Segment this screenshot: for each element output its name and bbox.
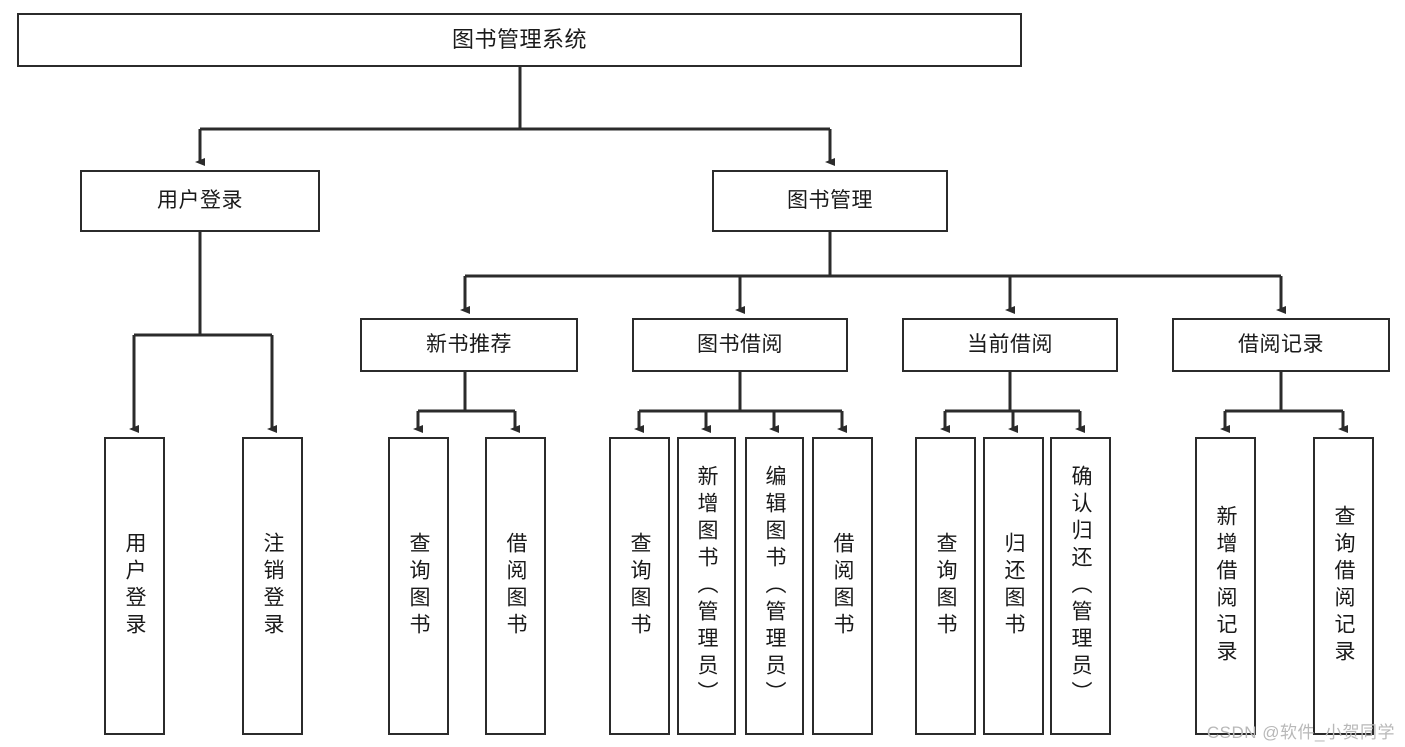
leaf-confirm-return-admin[interactable]: 确认归还（管理员） [1050,437,1111,735]
node-book-borrow[interactable]: 图书借阅 [632,318,848,372]
node-label: 编辑图书（管理员） [763,464,786,708]
leaf-query-book-recommend[interactable]: 查询图书 [388,437,449,735]
leaf-user-logout[interactable]: 注销登录 [242,437,303,735]
node-label: 注销登录 [261,532,284,640]
node-label: 图书管理 [787,189,873,213]
node-label: 查询图书 [407,532,430,640]
node-new-book-recommend[interactable]: 新书推荐 [360,318,578,372]
node-label: 借阅图书 [831,532,854,640]
leaf-query-book-current[interactable]: 查询图书 [915,437,976,735]
node-label: 用户登录 [123,532,146,640]
leaf-add-borrow-record[interactable]: 新增借阅记录 [1195,437,1256,735]
node-label: 借阅图书 [504,532,527,640]
node-label: 用户登录 [157,189,243,213]
leaf-add-book-admin[interactable]: 新增图书（管理员） [677,437,736,735]
node-label: 查询图书 [934,532,957,640]
node-label: 查询借阅记录 [1332,505,1355,667]
node-label: 新书推荐 [426,333,512,357]
leaf-query-borrow-record[interactable]: 查询借阅记录 [1313,437,1374,735]
leaf-borrow-book-borrow[interactable]: 借阅图书 [812,437,873,735]
leaf-edit-book-admin[interactable]: 编辑图书（管理员） [745,437,804,735]
node-user-login[interactable]: 用户登录 [80,170,320,232]
node-book-management[interactable]: 图书管理 [712,170,948,232]
node-borrow-record[interactable]: 借阅记录 [1172,318,1390,372]
node-label: 图书管理系统 [451,26,587,52]
leaf-user-login[interactable]: 用户登录 [104,437,165,735]
node-label: 新增借阅记录 [1214,505,1237,667]
node-label: 新增图书（管理员） [695,464,718,708]
leaf-return-book[interactable]: 归还图书 [983,437,1044,735]
leaf-query-book-borrow[interactable]: 查询图书 [609,437,670,735]
node-label: 当前借阅 [967,333,1053,357]
node-label: 归还图书 [1002,532,1025,640]
leaf-borrow-book-recommend[interactable]: 借阅图书 [485,437,546,735]
node-label: 确认归还（管理员） [1069,464,1092,708]
node-root-book-management-system[interactable]: 图书管理系统 [17,13,1022,67]
csdn-watermark: CSDN @软件_小贺同学 [1206,723,1395,742]
node-label: 图书借阅 [697,333,783,357]
node-label: 查询图书 [628,532,651,640]
node-current-borrow[interactable]: 当前借阅 [902,318,1118,372]
node-label: 借阅记录 [1238,333,1324,357]
